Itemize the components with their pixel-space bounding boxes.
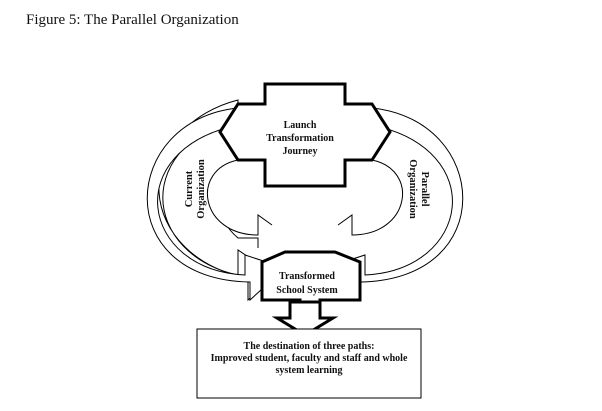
launch-label: Launch Transformation Journey (255, 119, 345, 158)
destination-line-1: The destination of three paths: (243, 341, 375, 352)
launch-line-1: Launch (283, 120, 317, 131)
transformed-school-system-label: Transformed School System (252, 270, 362, 298)
current-line-2: Organization (196, 159, 207, 219)
transformed-line-2: School System (276, 285, 338, 296)
parallel-organization-label: Parallel Organization (406, 141, 430, 237)
destination-line-2: Improved student, faculty and staff and … (210, 353, 408, 364)
figure-title: Figure 5: The Parallel Organization (26, 12, 239, 28)
parallel-line-2: Organization (407, 159, 418, 219)
launch-line-3: Journey (282, 146, 318, 157)
launch-transformation-shape (218, 82, 392, 188)
current-organization-label: Current Organization (184, 141, 208, 237)
current-line-1: Current (184, 170, 195, 208)
parallel-line-1: Parallel (419, 171, 430, 207)
destination-line-3: system learning (275, 365, 343, 376)
current-organization-band (146, 107, 286, 302)
destination-label: The destination of three paths: Improved… (198, 341, 420, 377)
down-arrow (271, 300, 339, 337)
destination-box (196, 328, 422, 399)
transformed-line-1: Transformed (279, 271, 335, 282)
launch-line-2: Transformation (266, 133, 334, 144)
